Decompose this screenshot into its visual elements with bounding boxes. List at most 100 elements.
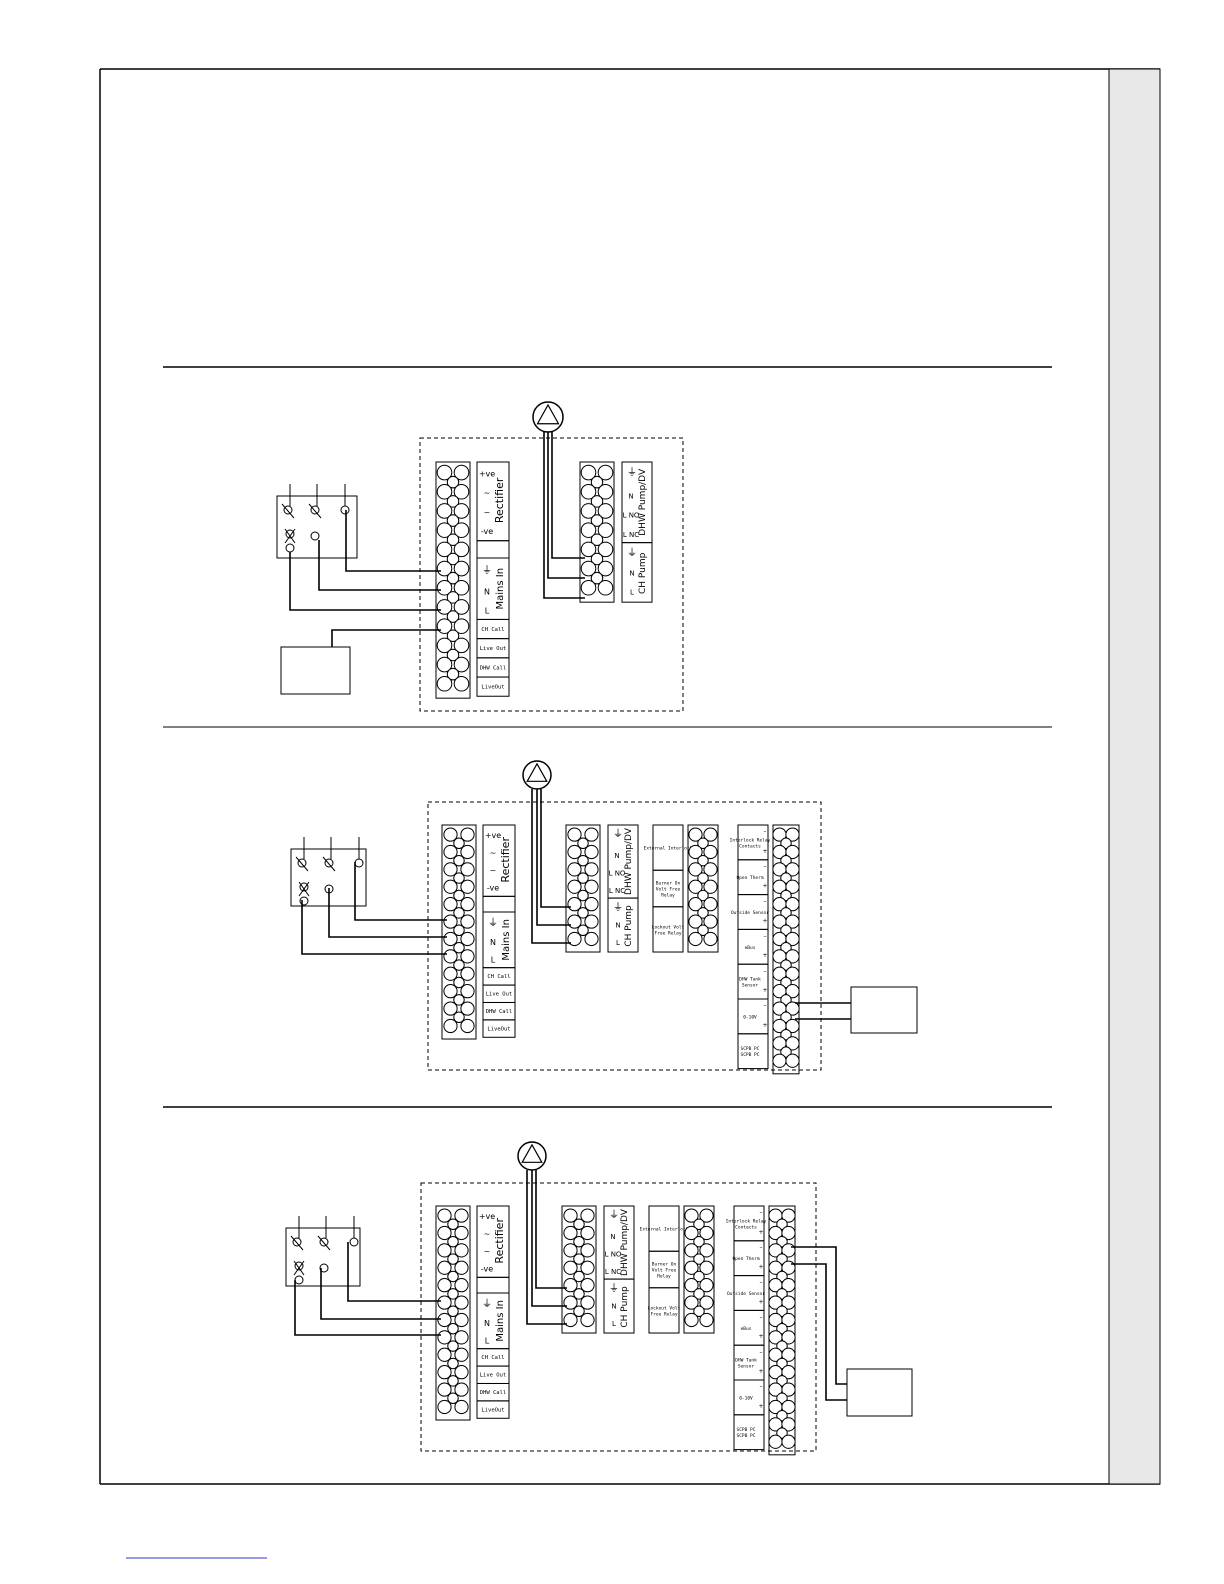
terminal-screw xyxy=(447,1288,459,1300)
ch-term: L xyxy=(630,588,634,596)
terminal-screw xyxy=(563,1243,578,1258)
terminal-screw xyxy=(453,464,470,481)
interface-terminal-strip xyxy=(683,1205,715,1334)
polarity-minus: – xyxy=(760,1384,763,1391)
terminal-screw xyxy=(460,1001,475,1016)
switch-contact xyxy=(319,1263,329,1273)
terminal-screw xyxy=(447,1253,459,1265)
terminal-screw xyxy=(446,629,460,643)
terminal-screw xyxy=(573,1305,585,1317)
sensor-label-box xyxy=(733,1414,765,1451)
rectifier-term: -ve xyxy=(481,1264,493,1273)
terminal-screw xyxy=(453,941,465,954)
terminal-screw xyxy=(447,1270,459,1283)
appliance-boundary xyxy=(419,437,684,712)
terminal-screw xyxy=(460,914,475,929)
low-voltage-label: LiveOut xyxy=(481,1407,504,1413)
switch-blade xyxy=(290,1235,304,1251)
terminal-screw xyxy=(597,560,614,577)
terminal-strip-outline xyxy=(772,824,800,1075)
interface-label-box xyxy=(648,1287,680,1334)
terminal-screw xyxy=(443,879,458,894)
polarity-minus: – xyxy=(760,1210,763,1217)
switch-blade xyxy=(317,1235,331,1251)
terminal-screw xyxy=(460,827,475,842)
terminal-screw xyxy=(781,1347,796,1362)
terminal-screw xyxy=(781,1225,796,1241)
terminal-screw xyxy=(573,1235,585,1248)
terminal-screw xyxy=(563,1295,578,1310)
terminal-screw xyxy=(776,1218,788,1230)
terminal-screw xyxy=(453,994,465,1006)
terminal-screw xyxy=(703,844,718,860)
terminal-screw xyxy=(693,1235,705,1248)
terminal-screw xyxy=(684,1243,699,1258)
terminal-screw xyxy=(776,1305,788,1317)
terminal-screw xyxy=(437,1208,452,1223)
pump-circle xyxy=(532,401,564,433)
interface-terminal-strip xyxy=(687,824,719,953)
ch-label-box xyxy=(607,897,639,953)
terminal-screw xyxy=(684,1312,699,1328)
polarity-minus: – xyxy=(764,1003,767,1010)
terminal-screw xyxy=(453,889,465,902)
external-control-box xyxy=(846,1368,913,1417)
terminal-screw xyxy=(563,1312,578,1328)
terminal-screw xyxy=(436,579,453,596)
terminal-screw xyxy=(563,1208,578,1223)
ch-pump-title: CH Pump xyxy=(638,552,648,594)
interface-label: External Interlock xyxy=(644,846,693,852)
terminal-screw xyxy=(454,1225,469,1241)
terminal-screw xyxy=(780,959,792,971)
terminal-screw xyxy=(447,1235,459,1248)
terminal-screw xyxy=(453,618,470,634)
terminal-screw xyxy=(590,533,604,547)
terminal-screw xyxy=(697,924,709,936)
pump-terminal-strip xyxy=(561,1205,597,1334)
terminal-screw xyxy=(453,637,470,654)
terminal-screw xyxy=(460,949,475,964)
terminal-screw xyxy=(453,976,465,989)
terminal-screw xyxy=(699,1243,714,1258)
terminal-screw xyxy=(437,1225,452,1241)
terminal-screw xyxy=(436,522,453,538)
terminal-screw xyxy=(454,1278,469,1293)
pump-triangle xyxy=(536,403,560,425)
terminal-screw xyxy=(776,1392,788,1404)
switch-cross xyxy=(298,881,310,897)
terminal-screw xyxy=(446,591,460,604)
terminal-screw xyxy=(699,1312,714,1328)
terminal-screw xyxy=(446,475,460,489)
terminal-screw xyxy=(781,1312,796,1328)
terminal-screw xyxy=(781,1434,796,1449)
terminal-screw xyxy=(580,1225,595,1241)
terminal-screw xyxy=(567,931,582,947)
terminal-screw xyxy=(785,862,800,877)
terminal-screw xyxy=(776,1340,788,1352)
pump-wire xyxy=(531,1170,567,1307)
polarity-plus: + xyxy=(762,883,767,890)
sensor-label-box xyxy=(737,1033,769,1070)
interface-label: Free Relay xyxy=(654,930,681,936)
wire-opentherm xyxy=(791,1263,847,1401)
sensor-label: Open Therm xyxy=(736,875,763,881)
rectifier-term: ~ xyxy=(484,489,491,498)
wire-live xyxy=(289,552,441,611)
terminal-screw xyxy=(446,648,460,662)
terminal-screw xyxy=(580,503,597,519)
switch-cross xyxy=(293,1260,305,1276)
wire-opentherm xyxy=(791,1246,847,1385)
terminal-screw xyxy=(580,560,597,577)
terminal-screw xyxy=(703,897,718,912)
low-voltage-label: DHW Call xyxy=(480,1390,507,1396)
interface-label: Volt Free xyxy=(656,887,681,893)
terminal-screw xyxy=(697,907,709,919)
interface-label: Burner On xyxy=(652,1262,677,1268)
terminal-screw xyxy=(453,924,465,936)
terminal-screw xyxy=(567,879,582,894)
terminal-screw xyxy=(785,1001,800,1016)
terminal-screw xyxy=(563,1278,578,1293)
terminal-screw xyxy=(446,667,460,681)
